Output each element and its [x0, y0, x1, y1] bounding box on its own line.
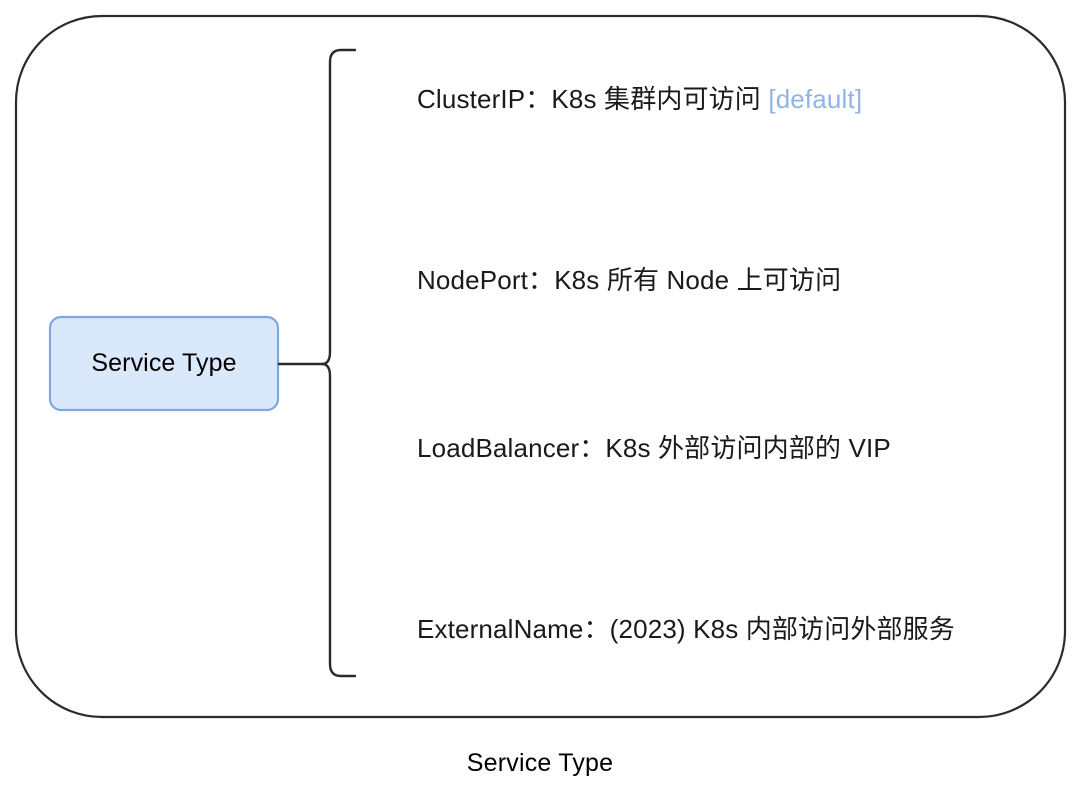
branch-label-externalname: ExternalName：(2023) K8s 内部访问外部服务: [417, 614, 955, 644]
outer-frame: [14, 14, 1067, 719]
branch-label-nodeport: NodePort：K8s 所有 Node 上可访问: [417, 265, 842, 295]
diagram-caption: Service Type: [466, 749, 614, 777]
brace-lower: [320, 362, 357, 678]
branch-label-clusterip: ClusterIP：K8s 集群内可访问: [417, 84, 769, 114]
branch-item-nodeport: NodePort：K8s 所有 Node 上可访问: [417, 265, 841, 296]
brace-upper: [320, 48, 357, 366]
branch-item-loadbalancer: LoadBalancer：K8s 外部访问内部的 VIP: [417, 433, 891, 464]
branch-label-loadbalancer: LoadBalancer：K8s 外部访问内部的 VIP: [417, 433, 891, 463]
branch-item-clusterip: ClusterIP：K8s 集群内可访问 [default]: [417, 84, 862, 115]
branch-tag-default: [default]: [768, 84, 863, 114]
branch-item-externalname: ExternalName：(2023) K8s 内部访问外部服务: [417, 614, 955, 645]
service-type-box-label: Service Type: [91, 348, 237, 377]
